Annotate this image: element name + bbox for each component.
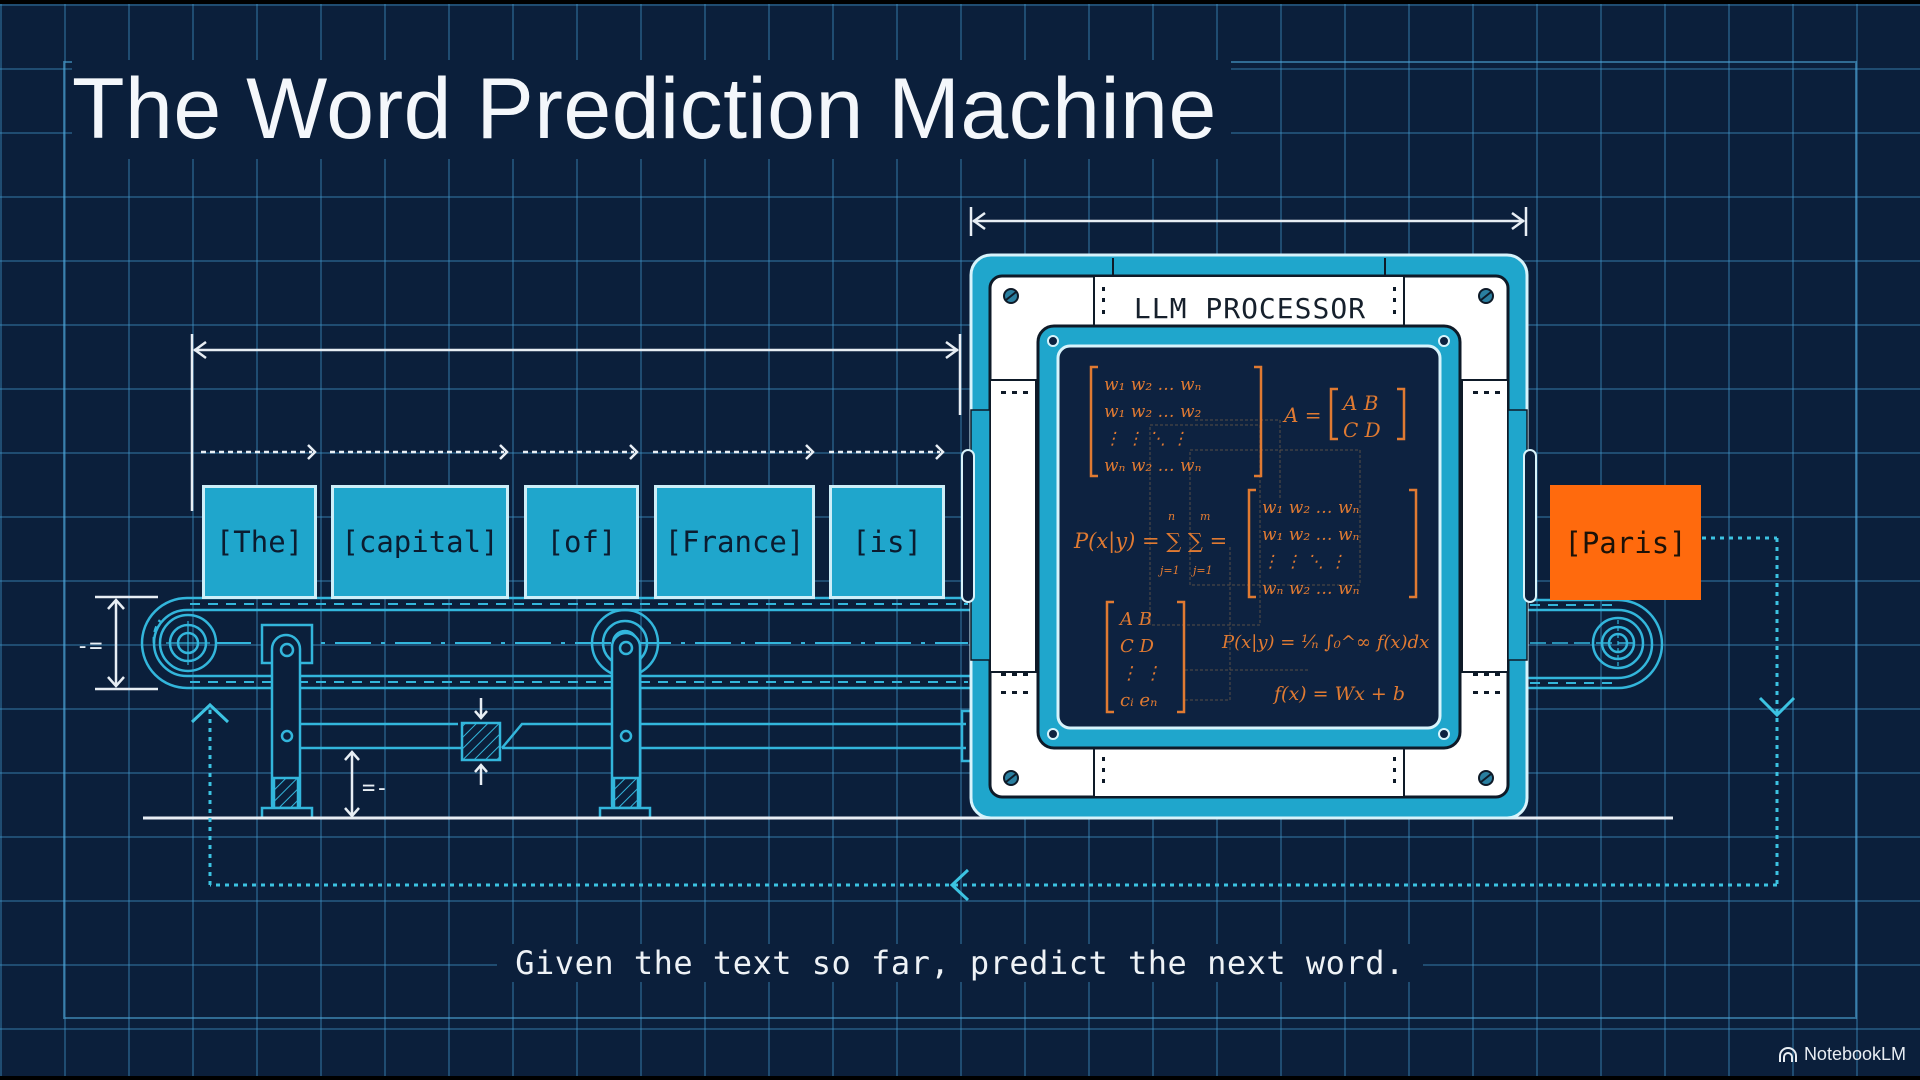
clamp-arrows [474, 698, 488, 785]
probability-sum: P(x|y) = ∑ ∑ = [1074, 529, 1228, 553]
brand-watermark: NotebookLM [1778, 1044, 1906, 1065]
sum-upper-m: m [1200, 510, 1211, 523]
clearance-dimension [344, 750, 360, 818]
processor-width-dimension [969, 207, 1528, 236]
belt-height-label: -= [76, 634, 103, 659]
page-title: The Word Prediction Machine [72, 60, 1231, 159]
notebooklm-logo-icon [1778, 1046, 1797, 1062]
sum-upper-n: n [1168, 510, 1176, 523]
weight-matrix-2: w₁ w₂ … wₙ w₁ w₂ … wₙ ⋮ ⋮ ⋱ ⋮ wₙ w₂ … wₙ [1262, 498, 1360, 599]
processor-label: LLM PROCESSOR [1133, 291, 1367, 325]
probability-integral: P(x|y) = ¹⁄ₙ ∫₀^∞ f(x)dx [1222, 632, 1430, 653]
output-conveyor [1528, 598, 1664, 690]
sum-lower-1: j=1 [1160, 564, 1180, 577]
a-equals: A = [1284, 403, 1322, 427]
caption: Given the text so far, predict the next … [0, 944, 1920, 982]
input-token-of: [of] [524, 485, 639, 599]
input-width-dimension [190, 334, 962, 511]
input-token-france: [France] [654, 485, 815, 599]
conveyor-supports [260, 623, 652, 820]
input-token-the: [The] [202, 485, 317, 599]
output-token-paris: [Paris] [1550, 485, 1701, 600]
belt-height-dimension [95, 595, 158, 691]
conveyor-belt [140, 596, 970, 690]
brand-label: NotebookLM [1803, 1044, 1906, 1064]
block-matrix-ab: A B C D [1343, 391, 1381, 442]
feedback-loop [190, 536, 1796, 902]
linear-function: f(x) = Wx + b [1274, 683, 1405, 705]
token-flow-arrows [201, 444, 945, 460]
slide-canvas: The Word Prediction Machine -= =- [The] … [0, 4, 1920, 1076]
cross-rails [300, 709, 974, 763]
input-token-capital: [capital] [331, 485, 509, 599]
caption-text: Given the text so far, predict the next … [497, 944, 1423, 982]
sum-lower-2: j=1 [1193, 564, 1213, 577]
weight-matrix-1: w₁ w₂ … wₙ w₁ w₂ … w₂ ⋮ ⋮ ⋱ ⋮ wₙ w₂ … wₙ [1104, 375, 1202, 476]
llm-processor-frame [961, 253, 1537, 820]
input-token-is: [is] [829, 485, 945, 599]
screw-icons [1003, 288, 1494, 786]
block-matrix-abcd: A B C D ⋮ ⋮ cᵢ eₙ [1120, 609, 1162, 711]
clearance-label: =- [362, 776, 389, 801]
conveyor-diagram [95, 207, 1796, 902]
